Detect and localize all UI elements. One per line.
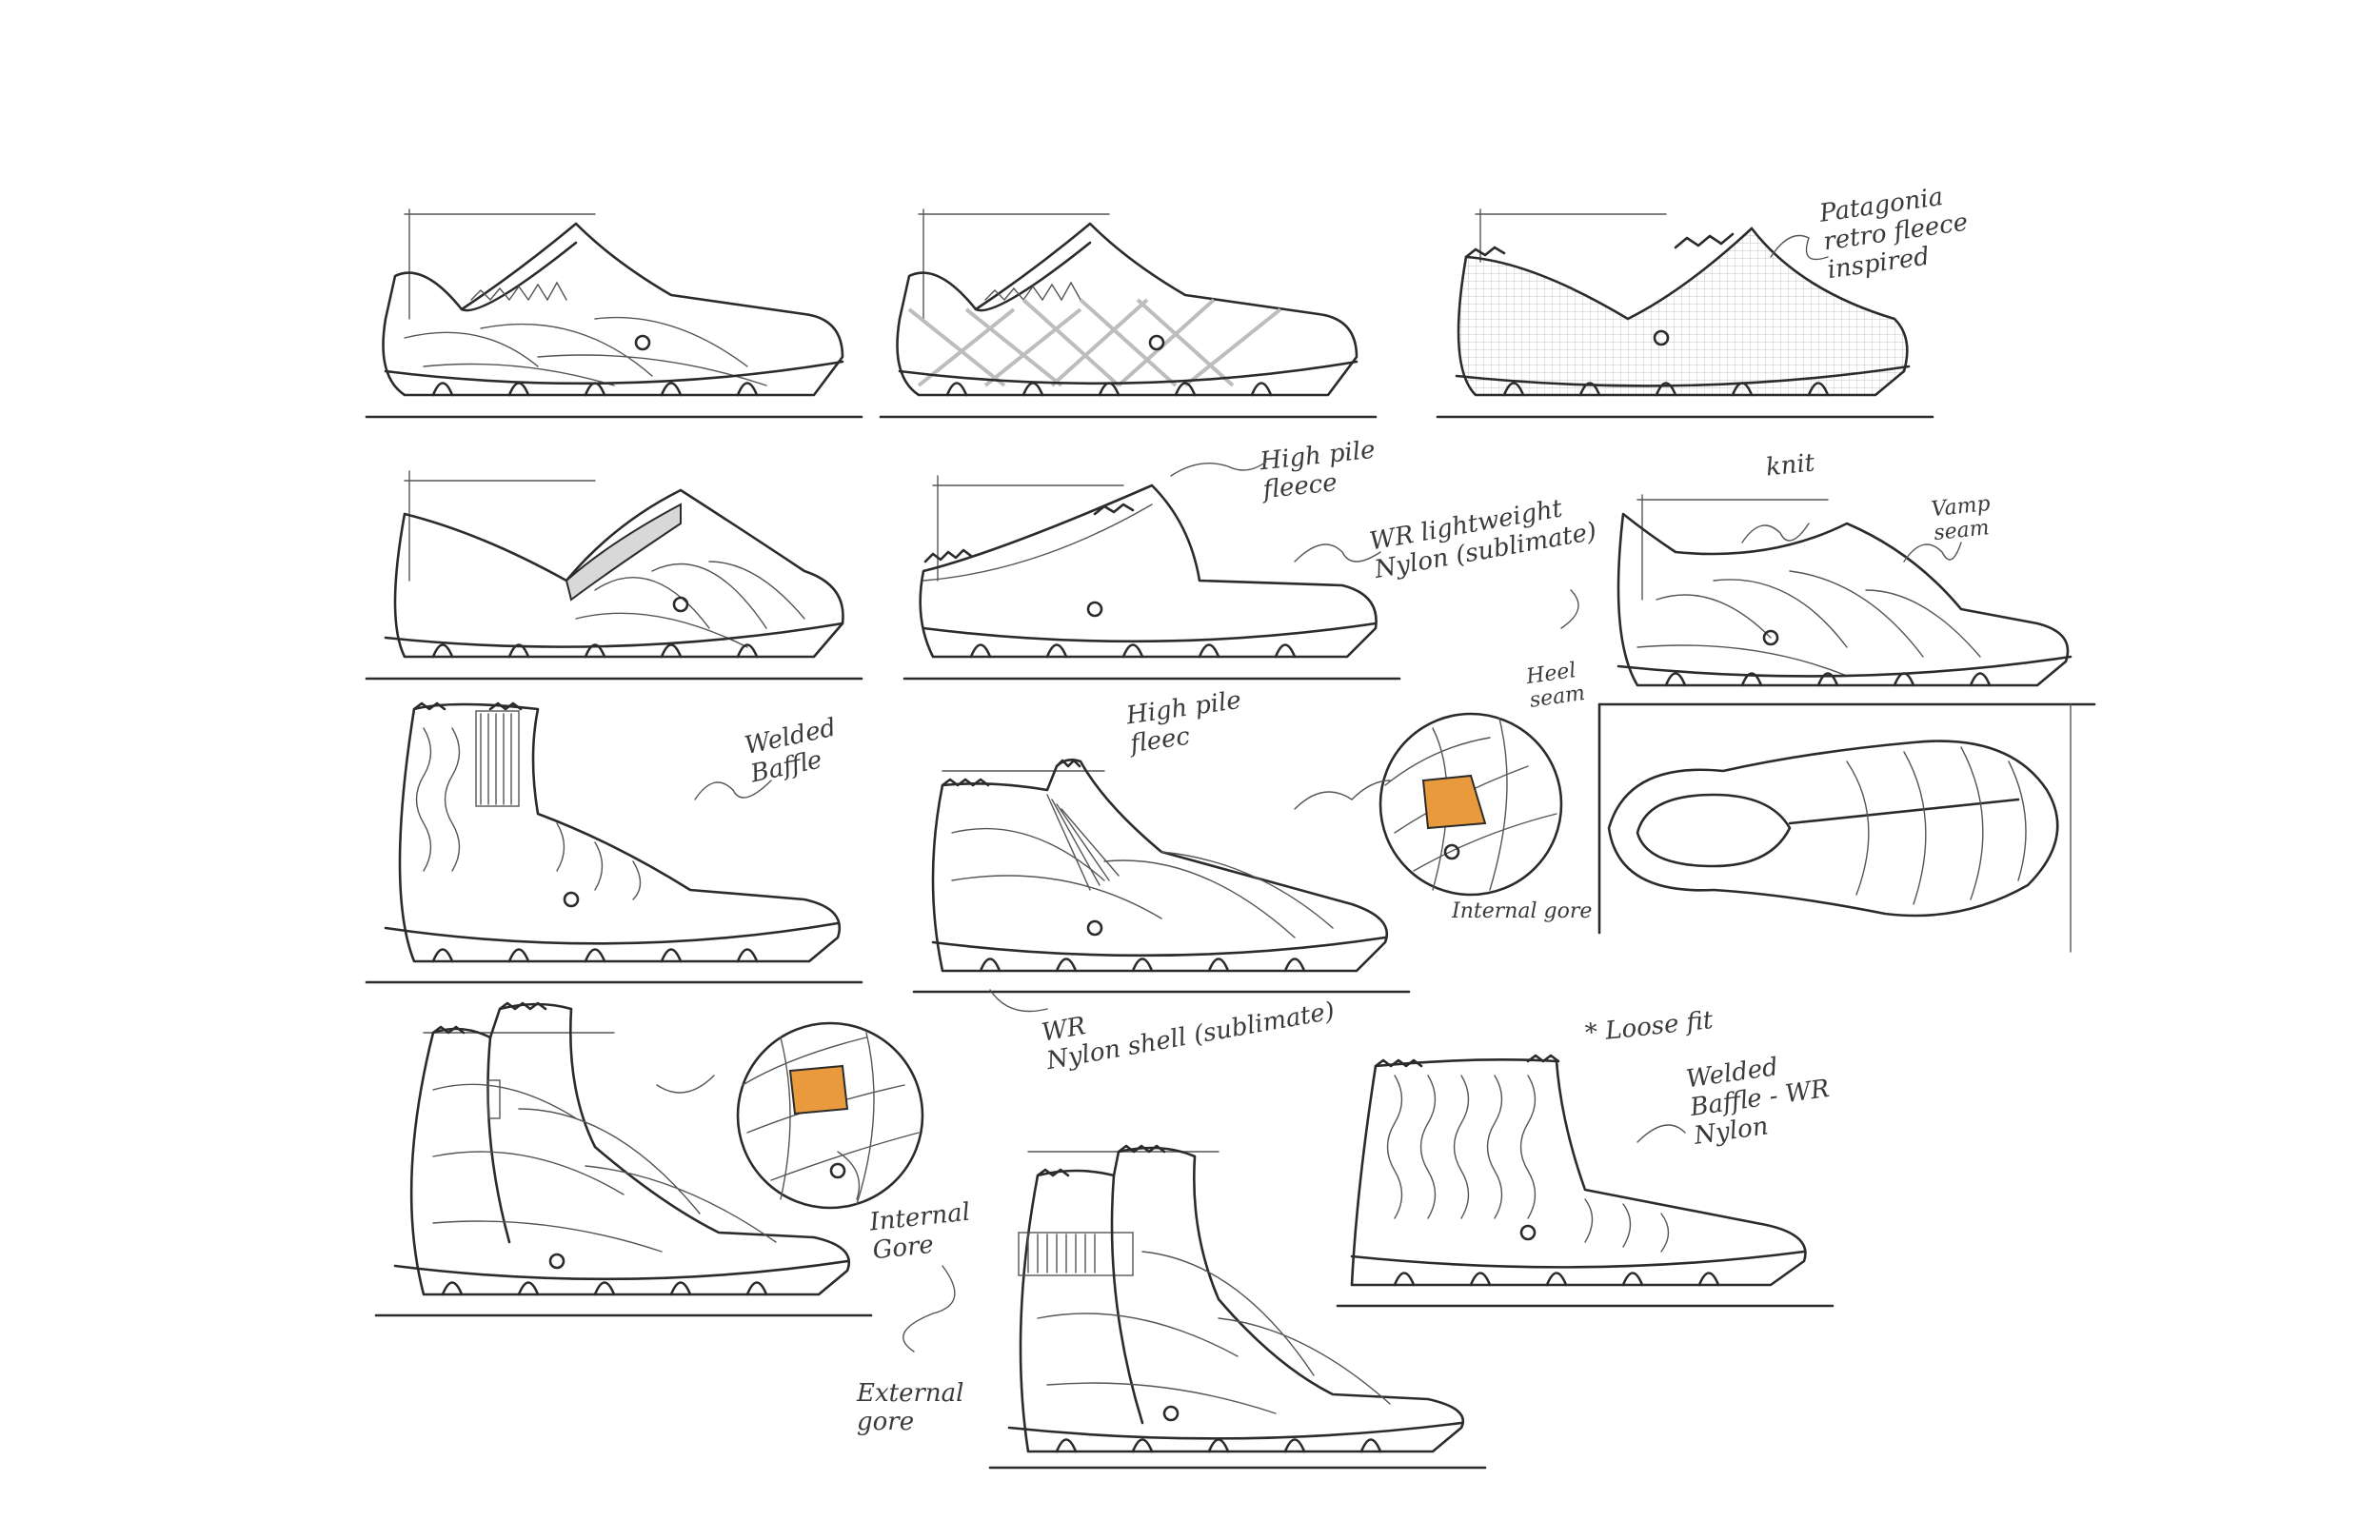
shoe-sketch-slipon-grid [879, 205, 1378, 424]
note-internal-gore-1: Internal gore [1452, 899, 1593, 923]
note-external-gore: External gore [857, 1379, 964, 1436]
top-view-frame [1597, 702, 2096, 953]
boot-sketch-internal-gore [374, 995, 873, 1318]
detail-circle-internal-gore-1 [1376, 709, 1566, 899]
shoe-sketch-slipon-panel [365, 466, 863, 685]
boot-sketch-external-gore [988, 1137, 1487, 1471]
boot-sketch-fleece-gore [912, 747, 1411, 995]
shoe-sketch-knit-slipon [1599, 494, 2094, 714]
detail-circle-internal-gore-2 [733, 1018, 928, 1214]
shoe-sketch-fleece-collar-mule [902, 466, 1401, 685]
shoe-sketch-slipon-zigzag [365, 205, 863, 424]
shoe-sketch-fleece-mule [1436, 205, 1934, 424]
boot-sketch-loose-fit [1336, 1037, 1835, 1323]
boot-sketch-welded-baffle [365, 700, 863, 985]
